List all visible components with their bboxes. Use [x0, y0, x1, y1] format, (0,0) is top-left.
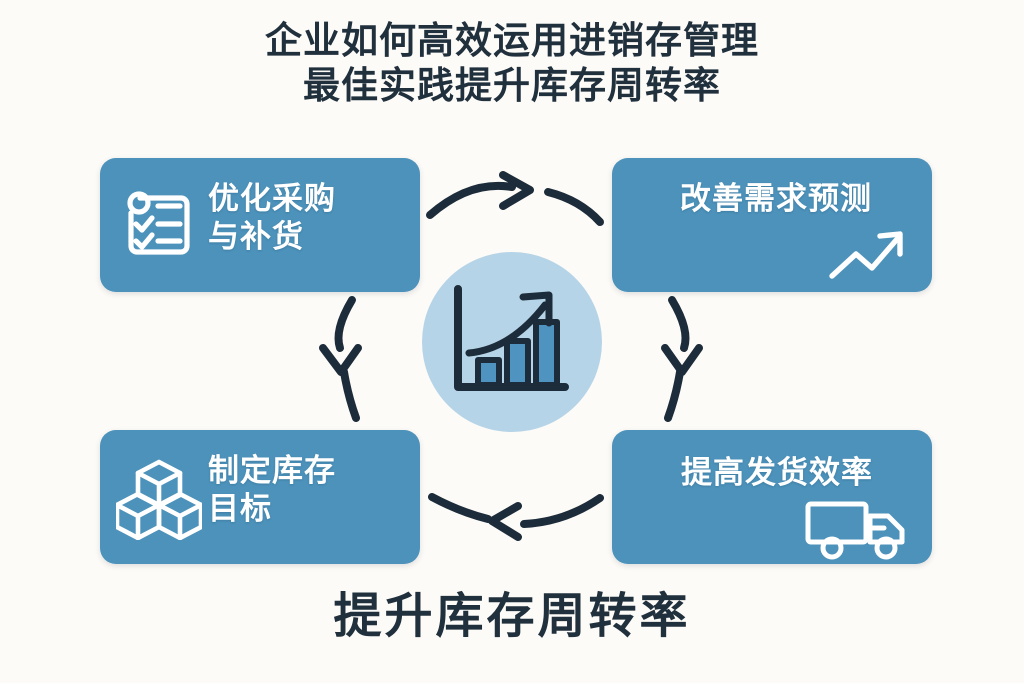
card-label: 改善需求预测 [680, 181, 872, 216]
arrow-left-head [319, 344, 362, 376]
title-line-1: 企业如何高效运用进销存管理 [265, 20, 759, 61]
arrow-left-path-a [334, 296, 356, 352]
delivery-truck-icon [805, 501, 905, 560]
card-set-inventory-target[interactable]: 制定库存 目标 [100, 430, 420, 564]
card-label: 制定库存 目标 [208, 453, 336, 526]
card-optimize-procurement[interactable]: 优化采购 与补货 [100, 158, 420, 292]
checklist-clipboard-icon [127, 191, 190, 255]
arrow-left-path-b [340, 368, 360, 422]
card-label: 优化采购 与补货 [208, 181, 336, 254]
stacked-cubes-icon [116, 459, 202, 540]
arrow-top-head [499, 171, 534, 210]
trending-up-arrow-icon [829, 231, 903, 279]
growth-bar-chart-icon [454, 285, 569, 391]
card-improve-shipping-efficiency[interactable]: 提高发货效率 [612, 430, 932, 564]
arrow-bottom-path-a [520, 494, 604, 528]
page-title: 企业如何高效运用进销存管理 最佳实践提升库存周转率 [0, 18, 1024, 108]
card-improve-demand-forecast[interactable]: 改善需求预测 [612, 158, 932, 292]
card-label: 提高发货效率 [681, 455, 873, 490]
arrow-right-path-a [668, 296, 690, 352]
arrow-top-path-b [544, 188, 604, 226]
arrow-bottom-path-b [428, 493, 492, 523]
arrow-top-path-a [426, 181, 516, 219]
arrow-bottom-head [488, 502, 522, 541]
arrow-right-path-b [664, 368, 684, 422]
footer-caption: 提升库存周转率 [333, 590, 691, 643]
arrow-right-head [661, 344, 703, 376]
title-line-2: 最佳实践提升库存周转率 [303, 65, 721, 107]
